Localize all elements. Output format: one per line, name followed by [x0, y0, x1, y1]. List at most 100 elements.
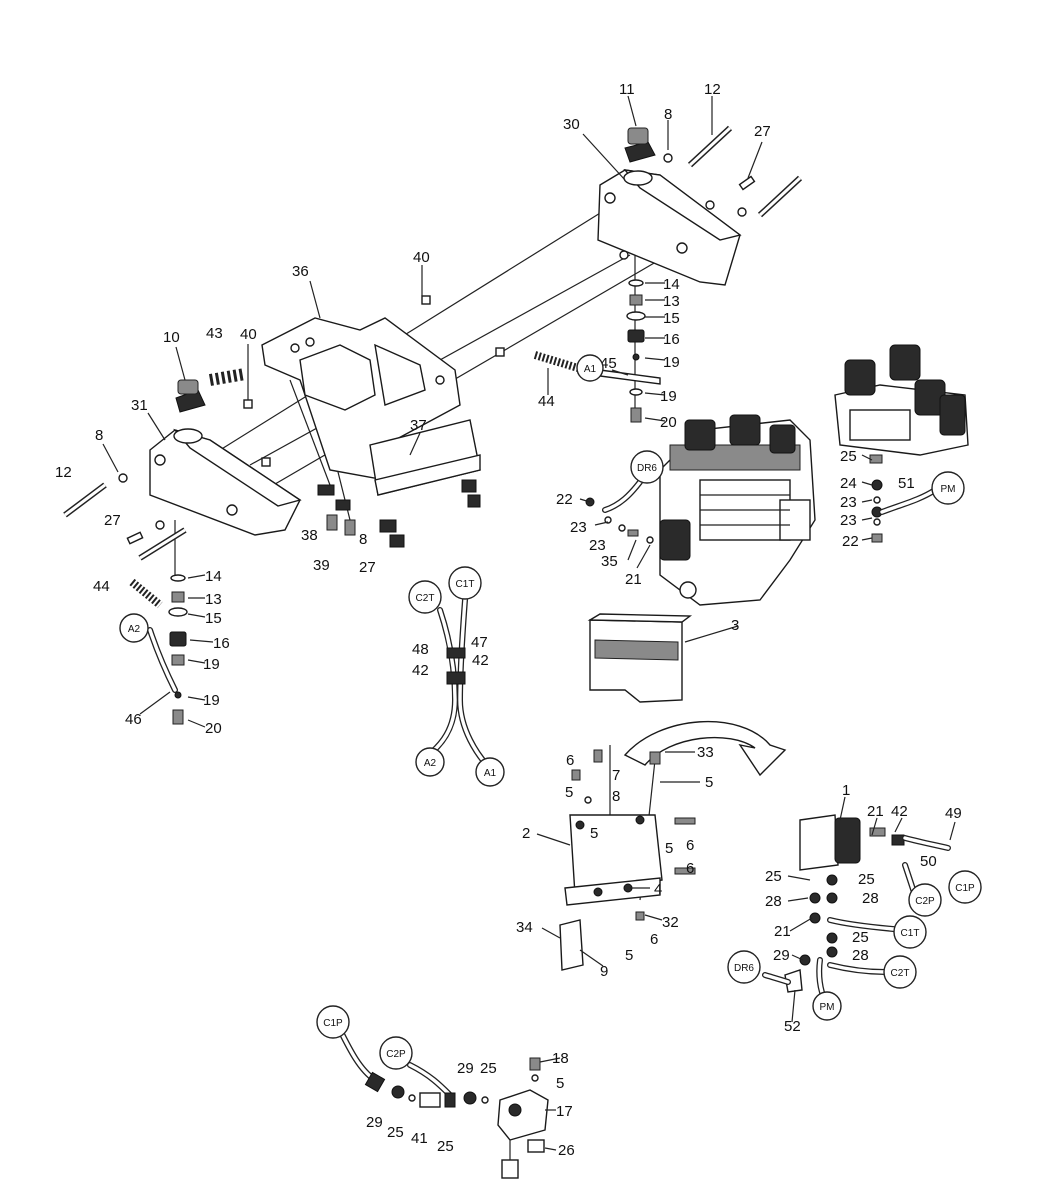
callout-42: 42: [412, 662, 429, 679]
callout-40: 40: [240, 326, 257, 343]
callout-19: 19: [203, 656, 220, 673]
tag-a2-middle: A2: [415, 747, 445, 777]
callout-15: 15: [205, 610, 222, 627]
callout-36: 36: [292, 263, 309, 280]
callout-47: 47: [471, 634, 488, 651]
callout-21: 21: [625, 571, 642, 588]
callout-44: 44: [93, 578, 110, 595]
callout-15: 15: [663, 310, 680, 327]
tag-pm-lower: PM: [812, 991, 842, 1021]
callout-6: 6: [686, 860, 694, 877]
callout-37: 37: [410, 417, 427, 434]
callout-10: 10: [163, 329, 180, 346]
bottom-valve-assembly: [337, 1027, 549, 1179]
hose-46: [147, 627, 178, 693]
callout-32: 32: [662, 914, 679, 931]
callout-25: 25: [437, 1138, 454, 1155]
callout-12: 12: [55, 464, 72, 481]
right-fitting-stack: [599, 279, 661, 423]
manifold-lower-right: [762, 814, 951, 1003]
tag-c2p-right: C2P: [908, 883, 942, 917]
callout-20: 20: [205, 720, 222, 737]
callout-45: 45: [600, 355, 617, 372]
callout-28: 28: [862, 890, 879, 907]
callout-25: 25: [852, 929, 869, 946]
callout-22: 22: [842, 533, 859, 550]
main-valve-block: [659, 414, 816, 606]
svg-text:DR6: DR6: [637, 463, 657, 474]
tag-a2-left: A2: [119, 613, 149, 643]
callout-25: 25: [480, 1060, 497, 1077]
callout-51: 51: [898, 475, 915, 492]
connection-tags: A1 A2 A2 A1 C2T C1T DR6 PM C2P C1P C1T C…: [119, 354, 982, 1070]
callout-38: 38: [301, 527, 318, 544]
callout-23: 23: [840, 512, 857, 529]
spring-43: [208, 368, 247, 386]
tag-c1t-middle: C1T: [448, 566, 482, 600]
callout-29: 29: [366, 1114, 383, 1131]
svg-text:C1P: C1P: [955, 883, 975, 894]
svg-text:A2: A2: [128, 624, 141, 635]
callout-8: 8: [664, 106, 672, 123]
callout-16: 16: [213, 635, 230, 652]
callout-34: 34: [516, 919, 533, 936]
tag-a1-middle: A1: [475, 757, 505, 787]
callout-40: 40: [413, 249, 430, 266]
right-hydraulic-tank: [597, 169, 742, 286]
bushings-40: [243, 295, 505, 467]
callout-42: 42: [891, 803, 908, 820]
callout-44: 44: [538, 393, 555, 410]
callout-43: 43: [206, 325, 223, 342]
callout-labels: 1 2 3 4 5 5 5 5 5 5 6 6 6 6 7 8 8 8 8 9 …: [55, 81, 962, 1159]
clamps-38-39: [317, 479, 481, 548]
tag-dr6-right: DR6: [727, 950, 761, 984]
svg-text:C2P: C2P: [915, 896, 935, 907]
callout-5: 5: [590, 825, 598, 842]
bolt-12-right: [663, 125, 803, 218]
callout-27: 27: [359, 559, 376, 576]
callout-24: 24: [840, 475, 857, 492]
callout-26: 26: [558, 1142, 575, 1159]
cover-3: [587, 613, 693, 703]
callout-5: 5: [705, 774, 713, 791]
callout-27: 27: [754, 123, 771, 140]
callout-5: 5: [665, 840, 673, 857]
callout-13: 13: [205, 591, 222, 608]
hoses-47-48: [429, 597, 490, 768]
callout-9: 9: [600, 963, 608, 980]
svg-text:A1: A1: [484, 768, 497, 779]
callout-leaders: [102, 95, 956, 1151]
callout-21: 21: [774, 923, 791, 940]
callout-29: 29: [773, 947, 790, 964]
callout-39: 39: [313, 557, 330, 574]
callout-1: 1: [842, 782, 850, 799]
svg-text:A1: A1: [584, 364, 597, 375]
callout-5: 5: [625, 947, 633, 964]
callout-14: 14: [205, 568, 222, 585]
tag-c1t-right: C1T: [893, 915, 927, 949]
svg-text:C2P: C2P: [386, 1049, 406, 1060]
tag-c1p-right: C1P: [948, 870, 982, 904]
callout-6: 6: [566, 752, 574, 769]
callout-17: 17: [556, 1103, 573, 1120]
svg-text:C1T: C1T: [456, 579, 475, 590]
callout-25: 25: [858, 871, 875, 888]
callout-35: 35: [601, 553, 618, 570]
callout-21: 21: [867, 803, 884, 820]
callout-25: 25: [840, 448, 857, 465]
left-hydraulic-tank: [149, 428, 302, 536]
svg-text:C1P: C1P: [323, 1018, 343, 1029]
callout-12: 12: [704, 81, 721, 98]
svg-text:DR6: DR6: [734, 963, 754, 974]
callout-33: 33: [697, 744, 714, 761]
svg-text:C2T: C2T: [891, 968, 910, 979]
tank-cap-11: [624, 127, 656, 163]
callout-42: 42: [472, 652, 489, 669]
callout-41: 41: [411, 1130, 428, 1147]
callout-31: 31: [131, 397, 148, 414]
callout-19: 19: [203, 692, 220, 709]
callout-50: 50: [920, 853, 937, 870]
tag-c2t-middle: C2T: [408, 580, 442, 614]
mounting-plate-2: [559, 749, 696, 971]
callout-30: 30: [563, 116, 580, 133]
